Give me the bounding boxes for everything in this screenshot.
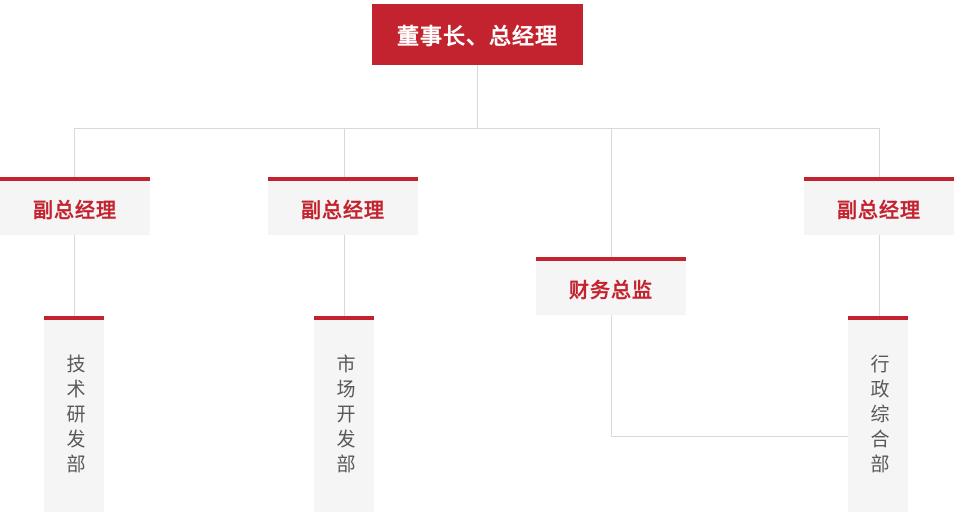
- node-dept-market-dev: 市场开发部: [314, 316, 374, 512]
- node-finance-director-label: 财务总监: [569, 279, 653, 302]
- node-dept-tech-rd-label: 技术研发部: [63, 353, 85, 479]
- connector-root-drop: [477, 65, 478, 128]
- node-deputy-gm-3: 副总经理: [804, 177, 954, 235]
- connector-dept-tech-drop: [74, 235, 75, 316]
- connector-vp1-drop: [74, 128, 75, 177]
- node-dept-tech-rd: 技术研发部: [44, 316, 104, 512]
- connector-dept-admin-drop: [879, 235, 880, 316]
- node-deputy-gm-2: 副总经理: [268, 177, 418, 235]
- connector-main-rail: [74, 128, 880, 129]
- node-finance-director: 财务总监: [536, 257, 686, 315]
- connector-cfo-down: [611, 315, 612, 436]
- node-deputy-gm-1: 副总经理: [0, 177, 150, 235]
- node-deputy-gm-3-label: 副总经理: [837, 199, 921, 222]
- connector-cfo-drop: [611, 128, 612, 257]
- node-dept-admin-label: 行政综合部: [867, 353, 889, 479]
- node-dept-market-dev-label: 市场开发部: [333, 353, 355, 479]
- connector-vp2-drop: [344, 128, 345, 177]
- node-deputy-gm-1-label: 副总经理: [33, 199, 117, 222]
- node-chairman-label: 董事长、总经理: [396, 23, 558, 49]
- connector-dept-market-drop: [344, 235, 345, 316]
- node-deputy-gm-2-label: 副总经理: [301, 199, 385, 222]
- connector-cfo-to-admin: [611, 436, 848, 437]
- connector-vp3-drop: [879, 128, 880, 177]
- node-dept-admin: 行政综合部: [848, 316, 908, 512]
- node-chairman-general-manager: 董事长、总经理: [372, 4, 583, 65]
